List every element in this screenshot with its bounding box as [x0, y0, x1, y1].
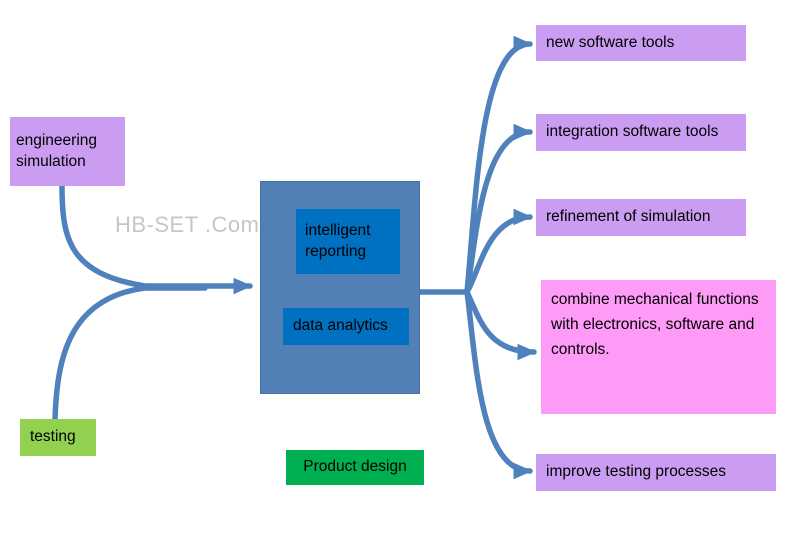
- arrow-engineering-to-center: [59, 183, 253, 295]
- node-data-analytics: data analytics: [283, 308, 409, 345]
- node-testing: testing: [20, 419, 96, 456]
- arrow-to-integration-software-tools: [464, 123, 533, 295]
- arrow-to-new-software-tools: [464, 35, 533, 295]
- node-refinement-of-simulation: refinement of simulation: [536, 199, 746, 236]
- node-product-design-caption: Product design: [286, 450, 424, 485]
- arrow-to-improve-testing-processes: [464, 289, 533, 480]
- watermark-text: HB-SET .Com: [115, 212, 260, 237]
- node-combine-mechanical: combine mechanical functions with electr…: [541, 280, 776, 414]
- arrow-to-refinement-of-simulation: [464, 208, 533, 295]
- arrow-testing-to-center: [52, 285, 208, 422]
- node-improve-testing-processes: improve testing processes: [536, 454, 776, 491]
- node-engineering-simulation: engineering simulation: [10, 117, 125, 186]
- node-integration-software-tools: integration software tools: [536, 114, 746, 151]
- arrow-to-combine-mechanical: [464, 289, 537, 361]
- node-intelligent-reporting: intelligent reporting: [296, 209, 400, 274]
- node-new-software-tools: new software tools: [536, 25, 746, 61]
